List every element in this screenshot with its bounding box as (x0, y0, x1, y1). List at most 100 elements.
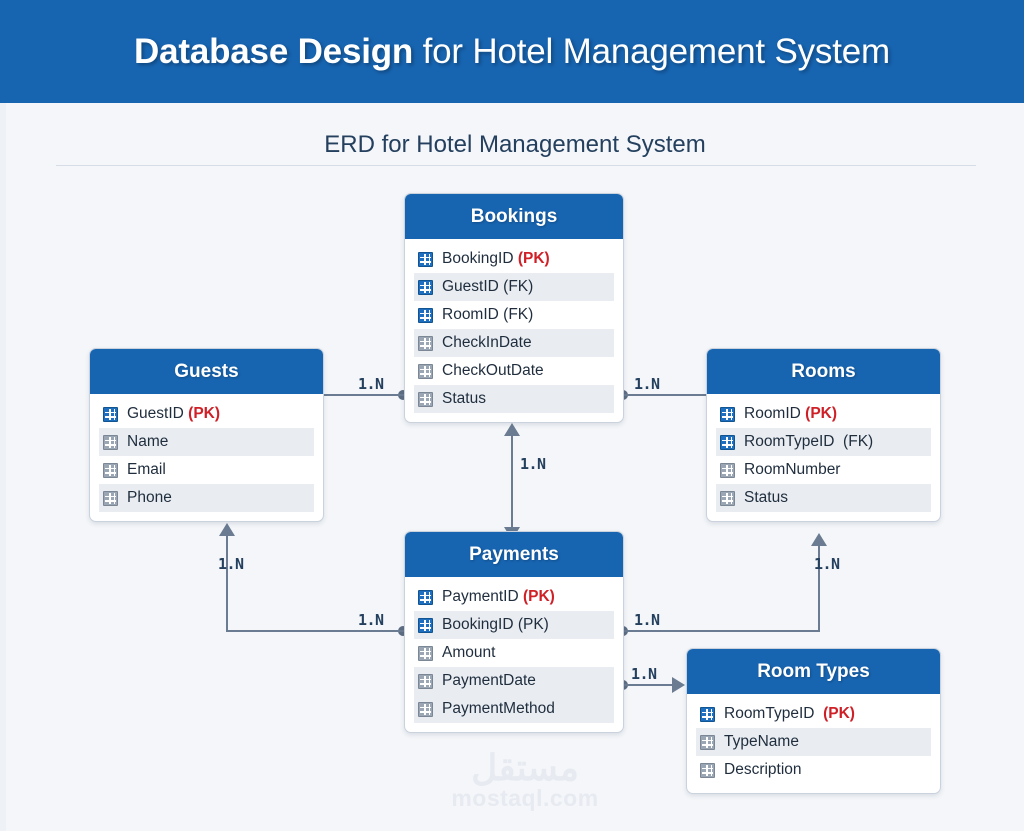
watermark-latin: mostaql.com (451, 785, 599, 811)
entity-rooms[interactable]: Rooms RoomID (PK) RoomTypeID (FK) RoomNu… (706, 348, 941, 522)
field-row[interactable]: Email (99, 456, 314, 484)
field-row[interactable]: BookingID (PK) (414, 245, 614, 273)
field-label: PaymentMethod (442, 700, 555, 717)
field-label: BookingID (PK) (442, 616, 549, 633)
field-label: GuestID (127, 405, 189, 422)
entity-room-types-title: Room Types (687, 649, 940, 694)
field-row[interactable]: PaymentID (PK) (414, 583, 614, 611)
connector-payments-roomtypes-h (624, 684, 674, 686)
cardinality-rooms-payments: 1.N (814, 555, 840, 573)
field-row[interactable]: TypeName (696, 728, 931, 756)
field-label: CheckInDate (442, 334, 532, 351)
connector-arrow-into-roomtypes (672, 677, 685, 693)
field-row[interactable]: RoomTypeID (PK) (696, 700, 931, 728)
connector-payments-guests-v (226, 533, 228, 632)
field-label: TypeName (724, 733, 799, 750)
cardinality-bookings-rooms: 1.N (634, 375, 660, 393)
field-label: Amount (442, 644, 496, 661)
primary-key-grid-icon (418, 589, 433, 605)
entity-guests-title: Guests (90, 349, 323, 394)
field-row[interactable]: Amount (414, 639, 614, 667)
field-row[interactable]: Description (696, 756, 931, 784)
page-title-light: for Hotel Management System (413, 31, 891, 71)
field-row[interactable]: RoomID (FK) (414, 301, 614, 329)
field-row[interactable]: CheckInDate (414, 329, 614, 357)
entity-rooms-fields: RoomID (PK) RoomTypeID (FK) RoomNumber S… (707, 394, 940, 521)
field-row[interactable]: Status (414, 385, 614, 413)
connector-arrow-into-bookings (504, 423, 520, 436)
field-row[interactable]: RoomTypeID (FK) (716, 428, 931, 456)
entity-guests[interactable]: Guests GuestID (PK) Name Email Phone (89, 348, 324, 522)
connector-payments-rooms-v (818, 543, 820, 632)
column-grid-icon (103, 462, 118, 478)
field-label: RoomTypeID (724, 705, 824, 722)
field-row[interactable]: RoomID (PK) (716, 400, 931, 428)
field-label: RoomNumber (744, 461, 841, 478)
entity-payments[interactable]: Payments PaymentID (PK) BookingID (PK) A… (404, 531, 624, 733)
cardinality-bookings-guests: 1.N (358, 375, 384, 393)
field-label: RoomID (744, 405, 806, 422)
field-label: PaymentDate (442, 672, 536, 689)
field-label: Status (442, 390, 486, 407)
primary-key-grid-icon (700, 706, 715, 722)
column-grid-icon (418, 645, 433, 661)
field-key-badge: (PK) (805, 405, 838, 422)
field-label: PaymentID (442, 588, 523, 605)
field-label: GuestID (FK) (442, 278, 534, 295)
field-label: CheckOutDate (442, 362, 544, 379)
foreign-key-grid-icon (418, 279, 433, 295)
column-grid-icon (103, 490, 118, 506)
field-key-badge: (PK) (823, 705, 855, 722)
field-row[interactable]: Status (716, 484, 931, 512)
primary-key-grid-icon (418, 251, 433, 267)
field-label: RoomTypeID (FK) (744, 433, 874, 450)
primary-key-grid-icon (103, 406, 118, 422)
field-row[interactable]: BookingID (PK) (414, 611, 614, 639)
field-row[interactable]: GuestID (PK) (99, 400, 314, 428)
cardinality-bookings-payments: 1.N (520, 455, 546, 473)
column-grid-icon (700, 734, 715, 750)
connector-arrow-into-guests-bottom (219, 523, 235, 536)
watermark: مستقل mostaql.com (430, 750, 620, 812)
field-row[interactable]: Name (99, 428, 314, 456)
cardinality-payments-roomtypes: 1.N (631, 665, 657, 683)
field-row[interactable]: CheckOutDate (414, 357, 614, 385)
field-label: BookingID (442, 250, 518, 267)
entity-room-types-fields: RoomTypeID (PK) TypeName Description (687, 694, 940, 793)
foreign-key-grid-icon (418, 617, 433, 633)
column-grid-icon (418, 391, 433, 407)
field-label: Email (127, 461, 166, 478)
entity-bookings-fields: BookingID (PK) GuestID (FK) RoomID (FK) … (405, 239, 623, 422)
field-key-badge: (PK) (188, 405, 221, 422)
field-row[interactable]: RoomNumber (716, 456, 931, 484)
entity-payments-fields: PaymentID (PK) BookingID (PK) Amount Pay… (405, 577, 623, 732)
field-key-badge: (PK) (517, 250, 550, 267)
column-grid-icon (720, 490, 735, 506)
foreign-key-grid-icon (720, 434, 735, 450)
cardinality-payments-guests: 1.N (358, 611, 384, 629)
connector-payments-guests-h (226, 630, 404, 632)
connector-payments-rooms-h (624, 630, 820, 632)
primary-key-grid-icon (720, 406, 735, 422)
entity-payments-title: Payments (405, 532, 623, 577)
field-label: Status (744, 489, 788, 506)
field-label: Phone (127, 489, 172, 506)
field-row[interactable]: GuestID (FK) (414, 273, 614, 301)
field-label: RoomID (FK) (442, 306, 534, 323)
connector-arrow-into-rooms-bottom (811, 533, 827, 546)
cardinality-payments-rooms: 1.N (634, 611, 660, 629)
diagram-canvas: ERD for Hotel Management System مستقل mo… (0, 103, 1024, 831)
page-banner: Database Design for Hotel Management Sys… (0, 0, 1024, 103)
field-row[interactable]: PaymentDate (414, 667, 614, 695)
diagram-subtitle: ERD for Hotel Management System (324, 131, 706, 158)
field-row[interactable]: Phone (99, 484, 314, 512)
entity-bookings[interactable]: Bookings BookingID (PK) GuestID (FK) Roo… (404, 193, 624, 423)
column-grid-icon (418, 701, 433, 717)
column-grid-icon (720, 462, 735, 478)
page-title: Database Design for Hotel Management Sys… (134, 32, 890, 72)
foreign-key-grid-icon (418, 307, 433, 323)
field-row[interactable]: PaymentMethod (414, 695, 614, 723)
entity-room-types[interactable]: Room Types RoomTypeID (PK) TypeName Desc… (686, 648, 941, 794)
field-key-badge: (PK) (522, 588, 555, 605)
field-label: Description (724, 761, 802, 778)
